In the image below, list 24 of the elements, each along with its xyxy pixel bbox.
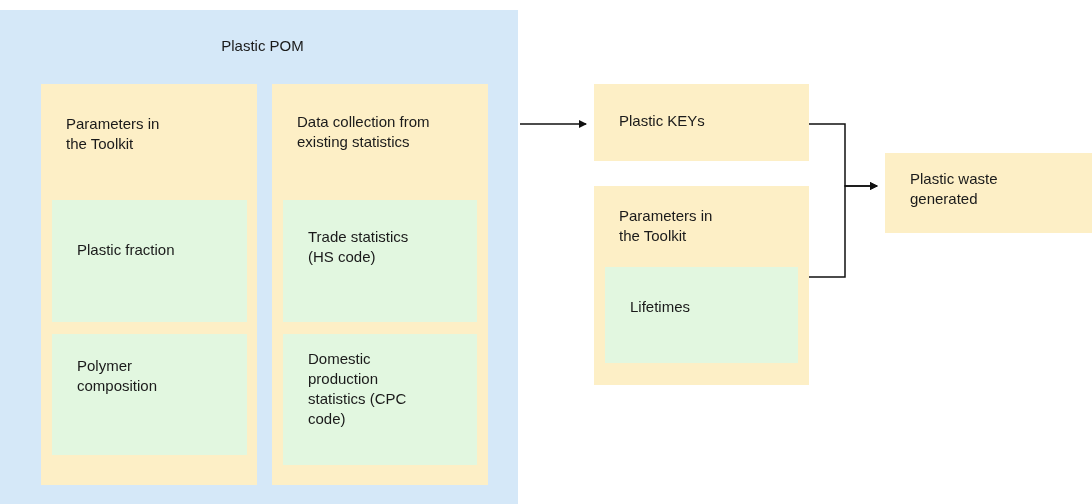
arrow <box>519 120 587 128</box>
process-box <box>283 200 477 322</box>
box-label: Plastic waste generated <box>910 169 999 209</box>
process-box <box>605 267 798 363</box>
box-label: Plastic fraction <box>77 240 176 260</box>
box-label: Trade statistics (HS code) <box>308 227 410 267</box>
process-box <box>594 84 809 161</box>
process-box <box>41 84 257 485</box>
group-panel <box>0 10 518 504</box>
box-label: Plastic POM <box>220 36 305 56</box>
box-label: Polymer composition <box>77 356 159 396</box>
box-label: Lifetimes <box>630 297 692 317</box>
process-box <box>885 153 1092 233</box>
box-label: Parameters in the Toolkit <box>619 206 714 246</box>
process-box <box>283 334 477 465</box>
process-box <box>272 84 488 485</box>
box-label: Plastic KEYs <box>619 111 706 131</box>
process-box <box>594 186 809 385</box>
box-label: Domestic production statistics (CPC code) <box>308 349 408 429</box>
box-label: Parameters in the Toolkit <box>66 114 161 154</box>
box-label: Data collection from existing statistics <box>297 112 431 152</box>
process-box <box>52 334 247 455</box>
process-box <box>52 200 247 322</box>
arrow <box>808 182 878 278</box>
